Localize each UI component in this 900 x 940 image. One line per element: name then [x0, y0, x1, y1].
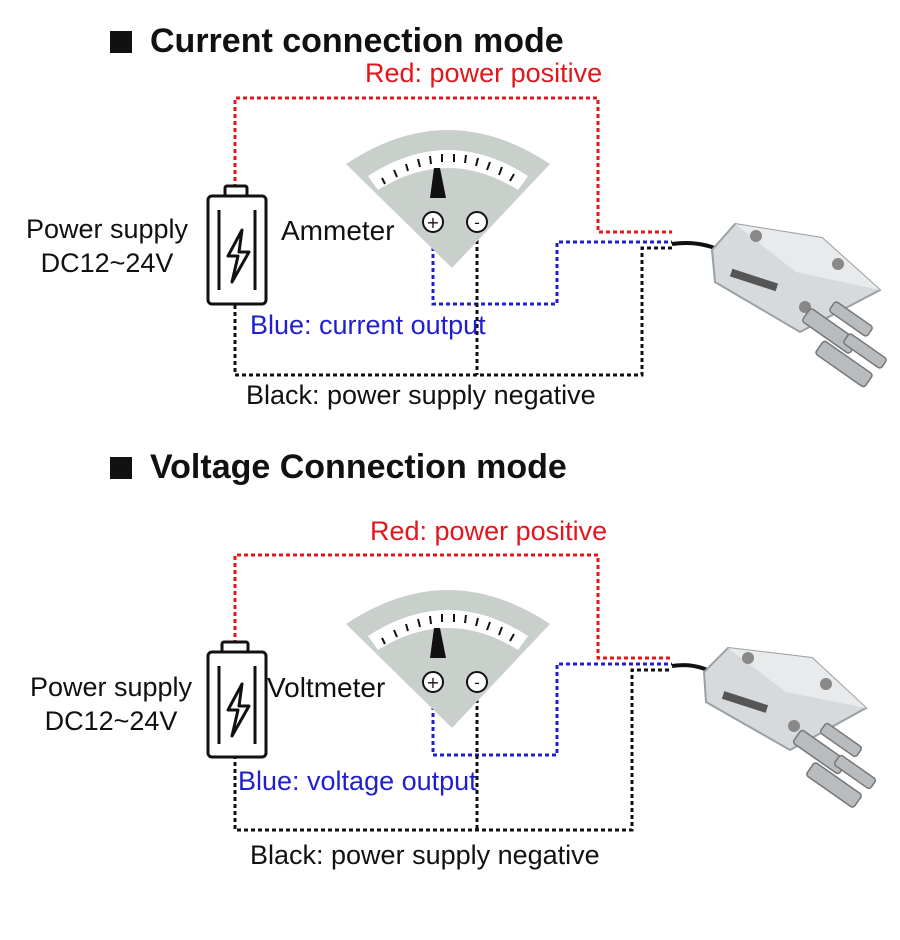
blue-wire [431, 662, 672, 757]
black-wire-label: Black: power supply negative [246, 380, 596, 410]
section-heading: Current connection mode [110, 22, 564, 61]
power-supply-voltage: DC12~24V [44, 706, 178, 736]
power-supply-label: Power supply DC12~24V [14, 212, 200, 280]
black-wire [233, 668, 672, 832]
meter-label: Voltmeter [267, 672, 386, 703]
svg-text:-: - [474, 213, 480, 232]
heading-text: Current connection mode [150, 22, 564, 60]
red-wire [233, 553, 672, 660]
voltage-connection-section: Voltage Connection mode [0, 430, 900, 900]
pressure-transmitter-icon [671, 646, 877, 808]
blue-wire [431, 226, 672, 306]
meter-label: Ammeter [281, 215, 395, 246]
svg-text:+: + [426, 673, 439, 692]
pressure-transmitter-icon [671, 222, 887, 388]
power-supply-title: Power supply [29, 672, 193, 702]
wiring-diagram: + - [206, 553, 877, 832]
black-wire-label: Black: power supply negative [250, 840, 600, 870]
lightning-bolt-icon [226, 228, 251, 284]
svg-text:-: - [474, 673, 480, 692]
red-wire-label: Red: power positive [365, 58, 603, 88]
red-wire [233, 96, 672, 234]
meter-gauge-icon: + - [346, 590, 550, 728]
section-heading: Voltage Connection mode [110, 448, 567, 487]
lightning-bolt-icon [226, 682, 251, 738]
battery-icon [206, 184, 268, 306]
battery-icon [206, 640, 268, 759]
black-wire [233, 226, 672, 377]
meter-gauge-icon: + - [346, 130, 550, 268]
blue-wire-label: Blue: voltage output [238, 766, 477, 796]
power-supply-label: Power supply DC12~24V [18, 670, 204, 738]
blue-wire-label: Blue: current output [250, 310, 486, 340]
bullet-square-icon [110, 30, 132, 53]
current-connection-section: Current connection mode [14, 22, 887, 410]
red-wire-label: Red: power positive [370, 516, 608, 546]
wiring-diagram: + - [206, 96, 887, 388]
power-supply-title: Power supply [25, 214, 189, 244]
svg-text:+: + [426, 213, 439, 232]
power-supply-voltage: DC12~24V [40, 248, 174, 278]
heading-text: Voltage Connection mode [150, 448, 567, 486]
bullet-square-icon [110, 456, 132, 479]
